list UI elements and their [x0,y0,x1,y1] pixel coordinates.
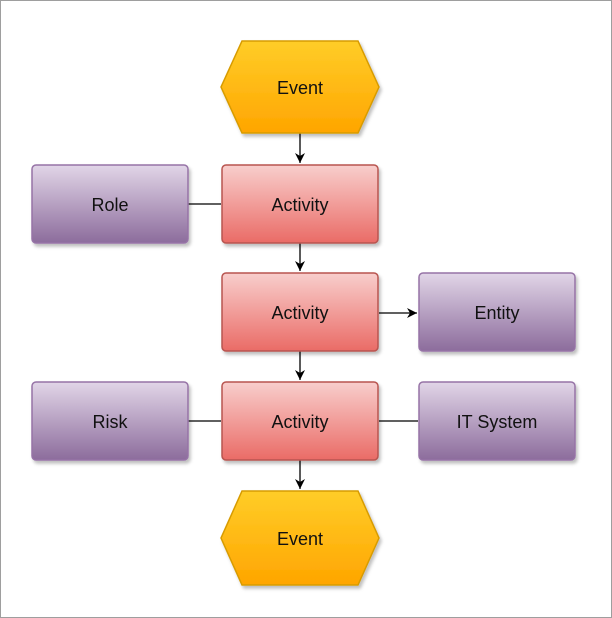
event-end-label: Event [277,529,323,549]
role-label: Role [91,195,128,215]
entity-node[interactable]: Entity [418,272,576,352]
activity-box-shape [221,272,379,352]
activity-box-shape [221,164,379,244]
activity-box-shape [221,381,379,461]
it-system-box-shape [418,381,576,461]
event-start-node[interactable]: Event [220,40,380,134]
event-hexagon-shape [220,40,380,134]
activity-1-node[interactable]: Activity [221,164,379,244]
risk-box-shape [31,381,189,461]
entity-label: Entity [474,303,519,323]
role-node[interactable]: Role [31,164,189,244]
role-box-shape [31,164,189,244]
event-hexagon-shape [220,490,380,586]
activity-2-label: Activity [271,303,328,323]
activity-3-label: Activity [271,412,328,432]
connectors [188,133,418,489]
activity-3-node[interactable]: Activity [221,381,379,461]
it-system-node[interactable]: IT System [418,381,576,461]
activity-2-node[interactable]: Activity [221,272,379,352]
entity-box-shape [418,272,576,352]
risk-label: Risk [93,412,129,432]
event-start-label: Event [277,78,323,98]
it-system-label: IT System [457,412,538,432]
activity-1-label: Activity [271,195,328,215]
event-end-node[interactable]: Event [220,490,380,586]
risk-node[interactable]: Risk [31,381,189,461]
